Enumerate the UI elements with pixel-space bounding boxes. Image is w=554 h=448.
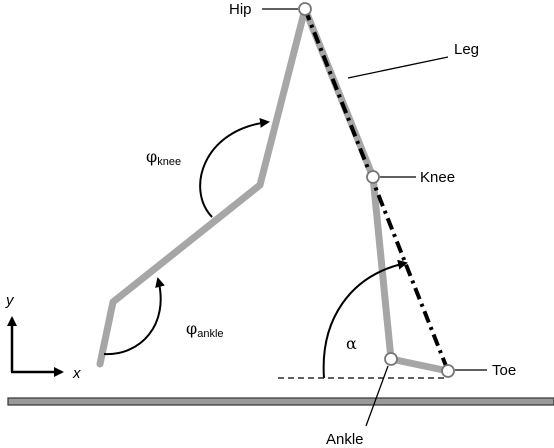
phi-ankle-label: φankle: [186, 319, 224, 340]
ankle-leader: [365, 365, 389, 427]
knee-angle-arc: [199, 118, 270, 218]
ground-bar: [7, 397, 554, 406]
stance-leg: [301, 5, 452, 375]
leg-leader: [347, 56, 449, 79]
hip-label: Hip: [229, 1, 252, 18]
alpha-label: α: [346, 334, 357, 353]
alpha-angle-arc: [322, 259, 408, 379]
leg-axis-line: [303, 8, 450, 372]
phi-knee-label: φknee: [146, 147, 181, 168]
leg-label: Leg: [454, 41, 479, 58]
swing-leg: [96, 5, 309, 368]
hip-joint: [298, 2, 312, 16]
y-axis-label: y: [5, 292, 15, 309]
ankle-angle-arc: [103, 277, 165, 356]
x-axis-label: x: [72, 365, 81, 382]
toe-joint: [441, 364, 455, 378]
ankle-joint: [384, 352, 398, 366]
knee-label: Knee: [420, 169, 455, 186]
knee-joint: [366, 170, 380, 184]
toe-label: Toe: [492, 362, 516, 379]
ankle-label: Ankle: [326, 431, 364, 448]
